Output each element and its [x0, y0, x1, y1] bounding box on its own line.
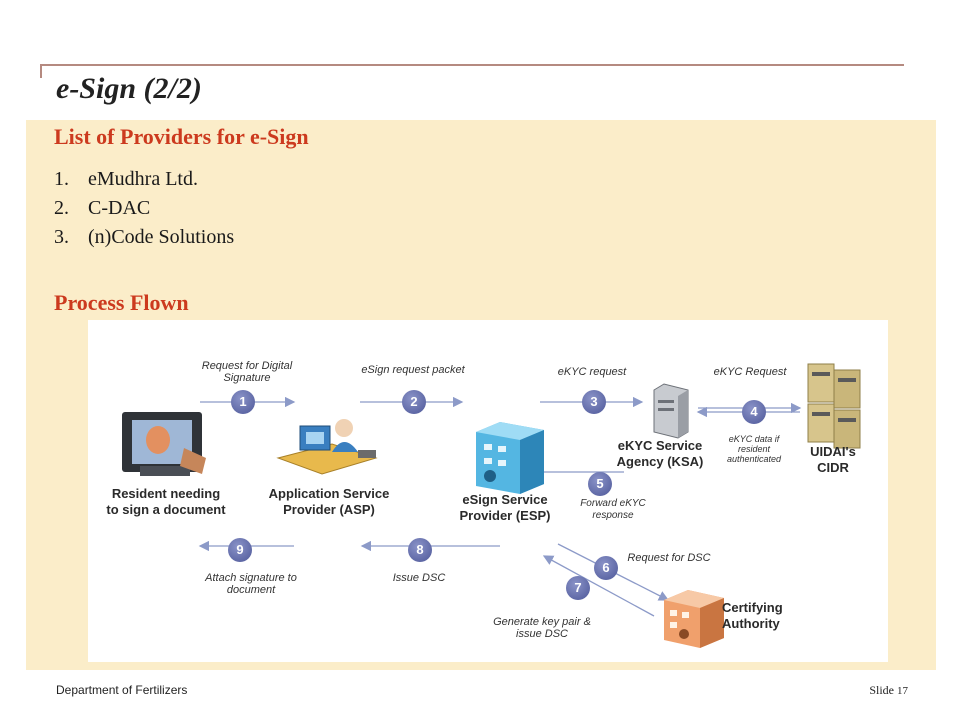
providers-heading: List of Providers for e-Sign [54, 124, 309, 149]
step-2-marker: 2 [402, 390, 426, 414]
esp-label: eSign Service Provider (ESP) [459, 492, 551, 523]
step-7-marker: 7 [566, 576, 590, 600]
diagram-graphics [122, 363, 861, 648]
step-4-request-label: eKYC Request [713, 366, 787, 378]
step-7-label: Generate key pair & issue DSC [493, 616, 591, 640]
step-6-label: Request for DSC [627, 552, 711, 564]
person-at-computer-icon [276, 419, 378, 475]
slide-title: e-Sign (2/2) [56, 72, 202, 105]
list-item: 3. (n)Code Solutions [54, 224, 234, 253]
step-8-marker: 8 [408, 538, 432, 562]
step-9-marker: 9 [228, 538, 252, 562]
tablet-icon [122, 412, 206, 476]
title-rule-tick [40, 64, 42, 78]
step-4-marker: 4 [742, 400, 766, 424]
step-4-response-label: eKYC data if resident authenticated [726, 434, 782, 464]
process-flow-diagram: 1 2 3 4 5 6 7 8 9 Request for Digital Si… [88, 320, 888, 662]
list-item: 2. C-DAC [54, 195, 234, 224]
list-item: 1. eMudhra Ltd. [54, 166, 234, 195]
slide-label: Slide [869, 683, 894, 697]
slide-number: 17 [897, 685, 908, 697]
provider-name: C-DAC [88, 197, 151, 219]
step-3-marker: 3 [582, 390, 606, 414]
resident-label: Resident needing to sign a document [106, 486, 226, 517]
server-rack-icon [807, 363, 861, 449]
step-2-label: eSign request packet [361, 364, 465, 376]
cidr-label: UIDAI's CIDR [810, 444, 856, 475]
ksa-label: eKYC Service Agency (KSA) [616, 438, 704, 469]
asp-label: Application Service Provider (ASP) [268, 486, 390, 517]
step-5-marker: 5 [588, 472, 612, 496]
step-3-label: eKYC request [557, 366, 627, 378]
step-6-marker: 6 [594, 556, 618, 580]
title-rule [40, 64, 904, 66]
certifying-authority-label: Certifying Authority [722, 600, 783, 631]
step-8-label: Issue DSC [392, 572, 446, 584]
provider-name: eMudhra Ltd. [88, 168, 198, 190]
footer-slide-number: Slide 17 [869, 683, 908, 698]
list-number: 3. [54, 226, 69, 248]
providers-list: 1. eMudhra Ltd. 2. C-DAC 3. (n)Code Solutio… [54, 166, 234, 253]
step-9-label: Attach signature to document [205, 572, 297, 596]
provider-name: (n)Code Solutions [88, 226, 235, 248]
esp-building-icon [476, 422, 544, 494]
step-5-label: Forward eKYC response [580, 498, 646, 521]
footer-department: Department of Fertilizers [56, 683, 188, 697]
step-1-marker: 1 [231, 390, 255, 414]
list-number: 2. [54, 197, 69, 219]
process-flow-heading: Process Flown [54, 290, 189, 315]
building-icon [664, 590, 724, 648]
server-icon [653, 383, 689, 439]
step-1-label: Request for Digital Signature [201, 360, 293, 384]
list-number: 1. [54, 168, 69, 190]
